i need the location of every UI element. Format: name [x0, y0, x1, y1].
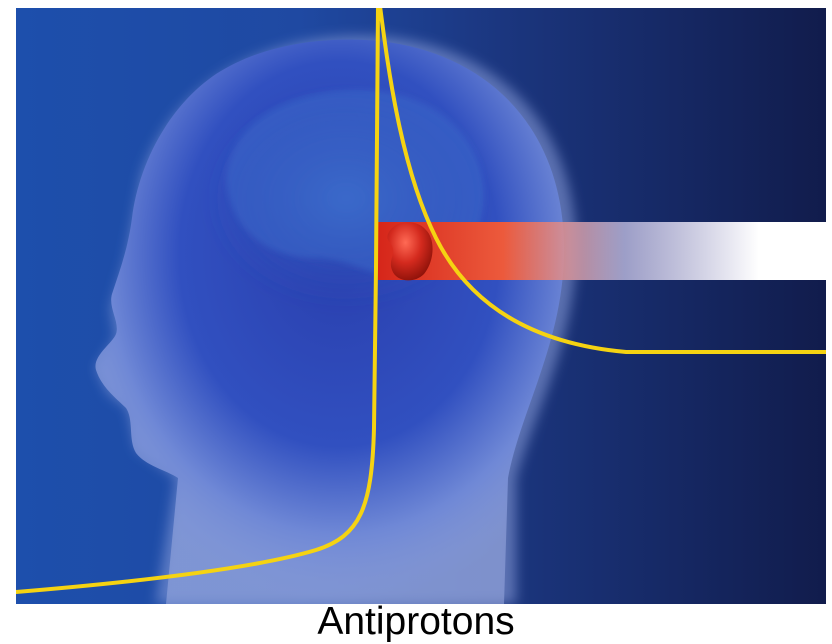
caption: Antiprotons: [0, 600, 832, 644]
antiproton-therapy-illustration: [16, 8, 826, 604]
illustration-canvas: [16, 8, 826, 604]
